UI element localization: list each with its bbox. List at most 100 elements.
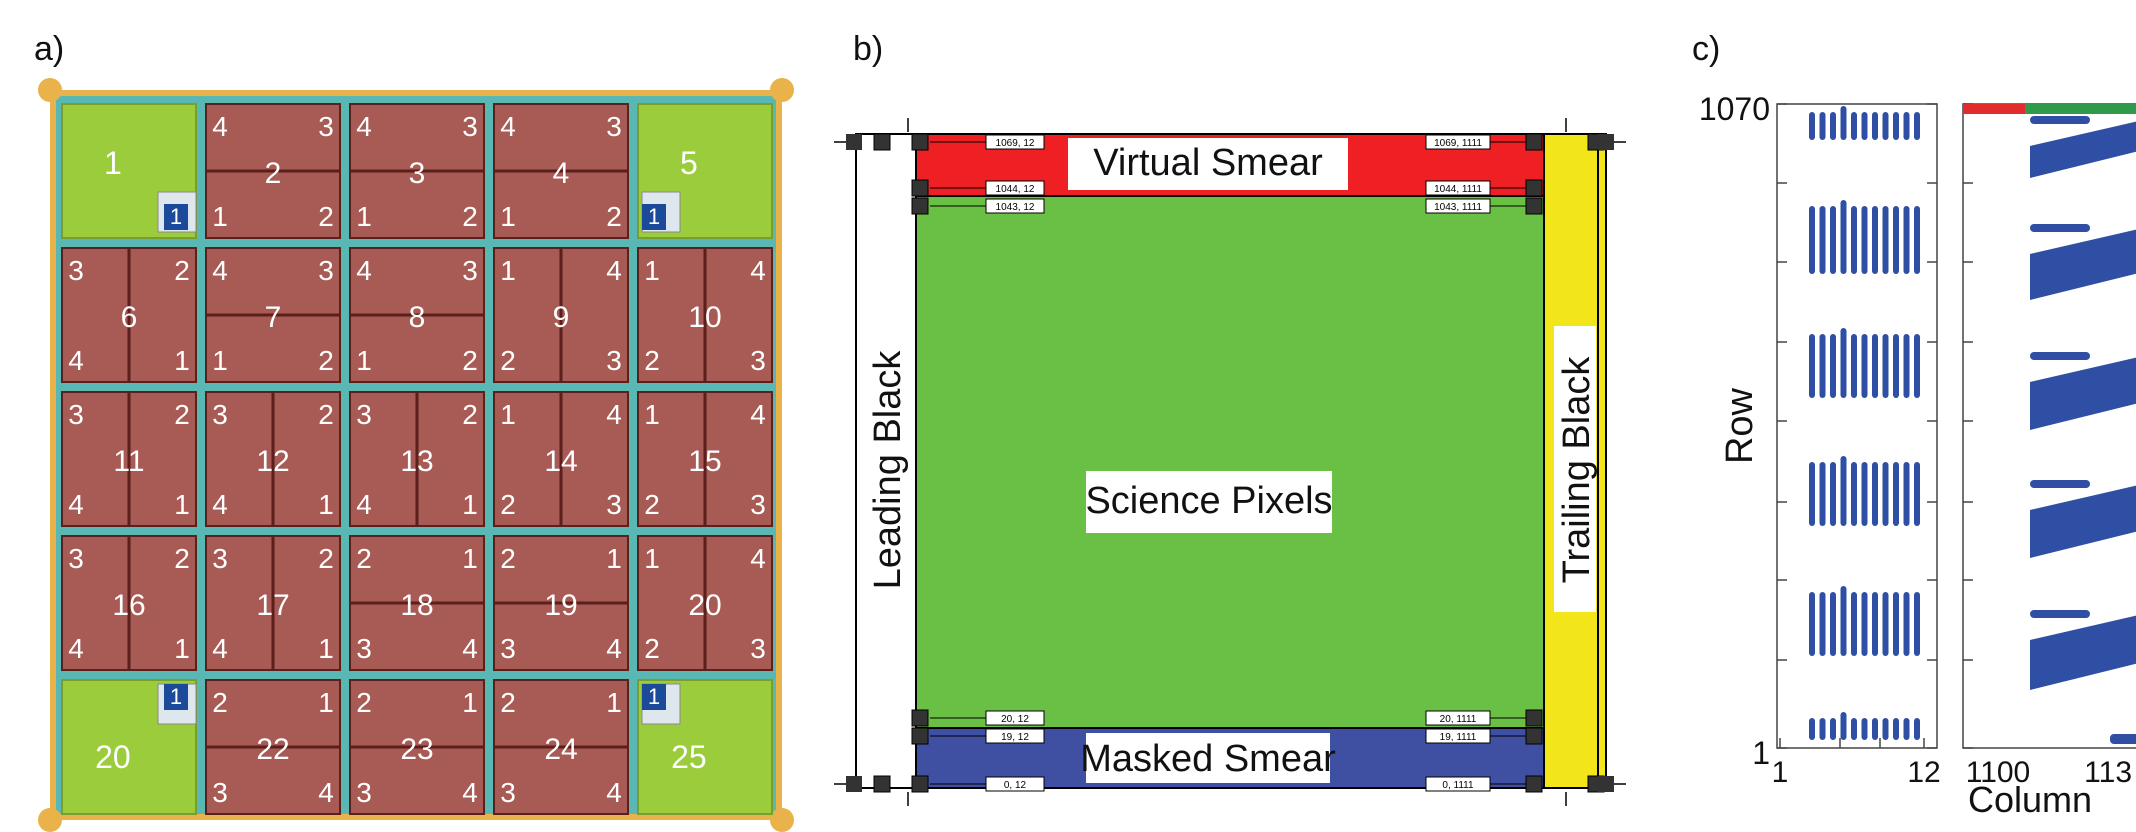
module-output-number: 2 — [644, 633, 660, 664]
module-number: 11 — [113, 445, 144, 478]
module-number: 22 — [256, 733, 289, 766]
module-number: 6 — [121, 301, 138, 334]
module-output-number: 4 — [462, 633, 478, 664]
fgs-chip-tag: 1 — [170, 684, 182, 709]
module-output-number: 4 — [212, 111, 228, 142]
pixel-column-mark — [1872, 334, 1878, 398]
coord-box — [1425, 198, 1491, 214]
module-output-number: 2 — [606, 201, 622, 232]
panel-b-label: b) — [853, 30, 884, 68]
module-output-number: 3 — [212, 543, 228, 574]
pixel-column-mark — [1840, 200, 1847, 274]
module-output-number: 4 — [356, 489, 372, 520]
coord-box — [1425, 134, 1491, 150]
pixel-column-mark — [1840, 586, 1847, 656]
pixel-column-mark — [1819, 718, 1826, 740]
pixel-marker — [1598, 776, 1614, 792]
pixel-column-mark — [1903, 334, 1910, 398]
coord-label-right: 1043, 1111 — [1434, 202, 1482, 213]
pixel-marker — [846, 776, 862, 792]
pixel-column-mark — [1903, 718, 1910, 740]
pixel-band-mark — [2030, 352, 2090, 360]
module-output-number: 1 — [500, 255, 516, 286]
left-x-start-label: 1 — [1772, 756, 1789, 789]
ccd-layout-diagram: Virtual Smear Masked Smear Science Pixel… — [834, 118, 1626, 806]
pixel-marker — [911, 133, 929, 151]
coord-box — [1425, 710, 1491, 726]
module-output-number: 3 — [68, 543, 84, 574]
fgs-chip-tag-bg — [642, 204, 666, 230]
module-output-number: 2 — [318, 543, 334, 574]
module-output-number: 1 — [644, 399, 660, 430]
pixel-column-mark — [1809, 112, 1815, 140]
module-number: 13 — [400, 445, 433, 478]
module-number: 2 — [265, 157, 282, 190]
module-output-number: 2 — [500, 687, 516, 718]
pixel-column-mark — [1872, 112, 1878, 140]
pixel-column-mark — [1861, 718, 1868, 740]
coord-label-left: 20, 12 — [1001, 714, 1029, 725]
corner-mount — [770, 78, 794, 102]
panel-a-label: a) — [34, 30, 65, 68]
y-axis-bottom-label: 1 — [1752, 735, 1770, 771]
pixel-column-mark — [1851, 718, 1857, 740]
pixel-column-mark — [1882, 718, 1889, 740]
pixel-column-mark — [1914, 718, 1920, 740]
pixel-marker — [911, 709, 929, 727]
pixel-column-mark — [1830, 462, 1836, 526]
module-number: 8 — [409, 301, 426, 334]
y-axis-title: Row — [1719, 387, 1761, 464]
fgs-chip-tag-bg — [164, 684, 188, 710]
module-output-number: 1 — [174, 633, 190, 664]
module-output-number: 3 — [606, 489, 622, 520]
pixel-column-mark — [1872, 462, 1878, 526]
masked-smear-label: Masked Smear — [1080, 738, 1336, 780]
module-output-number: 2 — [644, 345, 660, 376]
module-output-number: 1 — [500, 399, 516, 430]
module-number: 24 — [544, 733, 577, 766]
pixel-column-mark — [1830, 206, 1836, 274]
coord-label-right: 19, 1111 — [1440, 732, 1477, 743]
module-output-number: 3 — [462, 111, 478, 142]
module-output-number: 1 — [606, 543, 622, 574]
pixel-column-mark — [1840, 106, 1847, 140]
module-output-number: 1 — [356, 201, 372, 232]
module-output-number: 1 — [462, 489, 478, 520]
coord-label-right: 1044, 1111 — [1434, 184, 1482, 195]
pixel-column-mark — [1851, 592, 1857, 656]
x-axis-title: Column — [1968, 779, 2092, 820]
module-output-number: 4 — [356, 255, 372, 286]
module-output-number: 2 — [174, 399, 190, 430]
pixel-marker — [873, 775, 891, 793]
fgs-module-number: 1 — [104, 145, 122, 181]
pixel-column-mark — [1882, 206, 1889, 274]
pixel-column-mark — [1872, 592, 1878, 656]
pixel-marker — [911, 197, 929, 215]
pixel-column-mark — [1809, 334, 1815, 398]
pixel-marker — [911, 179, 929, 197]
pixel-band-mark — [2030, 480, 2090, 488]
module-output-number: 3 — [356, 633, 372, 664]
pixel-marker — [911, 775, 929, 793]
pixel-band-mark — [2110, 734, 2136, 744]
module-output-number: 2 — [500, 345, 516, 376]
pixel-column-mark — [1914, 334, 1920, 398]
pixel-column-mark — [1819, 206, 1826, 274]
module-number: 3 — [409, 157, 426, 190]
module-output-number: 1 — [644, 255, 660, 286]
module-output-number: 1 — [644, 543, 660, 574]
module-output-number: 1 — [318, 489, 334, 520]
module-output-number: 4 — [606, 399, 622, 430]
module-output-number: 3 — [500, 633, 516, 664]
pixel-column-mark — [1903, 592, 1910, 656]
pixel-column-mark — [1893, 592, 1899, 656]
pixel-column-mark — [1861, 592, 1868, 656]
module-output-number: 4 — [212, 633, 228, 664]
module-output-number: 3 — [318, 111, 334, 142]
module-output-number: 1 — [318, 633, 334, 664]
fgs-chip-tag: 1 — [648, 684, 660, 709]
module-output-number: 2 — [174, 543, 190, 574]
pixel-column-mark — [1893, 462, 1899, 526]
module-output-number: 4 — [750, 399, 766, 430]
fgs-chip-tag: 1 — [648, 204, 660, 229]
